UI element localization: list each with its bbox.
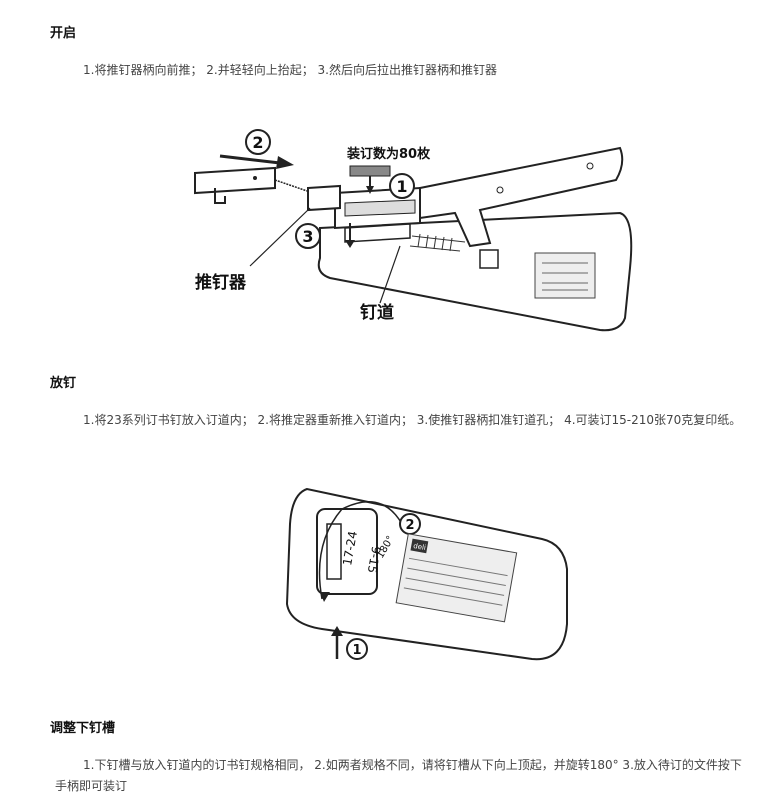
dial-bottom-label: 9-15 [365,545,384,574]
dial-top-label: 17-24 [340,530,360,567]
channel-label: 钉道 [360,302,394,323]
section-title-open: 开启 [50,26,77,41]
step-3-label: 3 [302,227,313,246]
step-2-label-load: 2 [405,518,414,533]
section-title-load: 放钉 [50,376,77,391]
pusher-label: 推钉器 [195,272,247,293]
section-title-adjust: 调整下钉槽 [50,721,116,736]
step-1-label: 1 [396,177,407,196]
stapler-open-illustration: 2 1 3 装订数为80枚 推钉器 钉道 [180,118,650,338]
capacity-label: 装订数为80枚 [346,146,431,162]
section-text-adjust: 1.下钉槽与放入钉道内的订书钉规格相同， 2.如两者规格不同，请将钉槽从下向上顶… [55,758,742,793]
brand-label: deli [413,542,427,552]
anvil-illustration: 17-24 9-15 180° 2 deli [282,484,572,674]
step-2-label: 2 [252,133,263,152]
step-1-label-load: 1 [352,643,361,658]
section-text-open: 1.将推钉器柄向前推； 2.并轻轻向上抬起； 3.然后向后拉出推钉器柄和推钉器 [83,63,497,77]
section-text-load: 1.将23系列订书钉放入订道内； 2.将推定器重新推入钉道内； 3.使推钉器柄扣… [83,413,742,427]
